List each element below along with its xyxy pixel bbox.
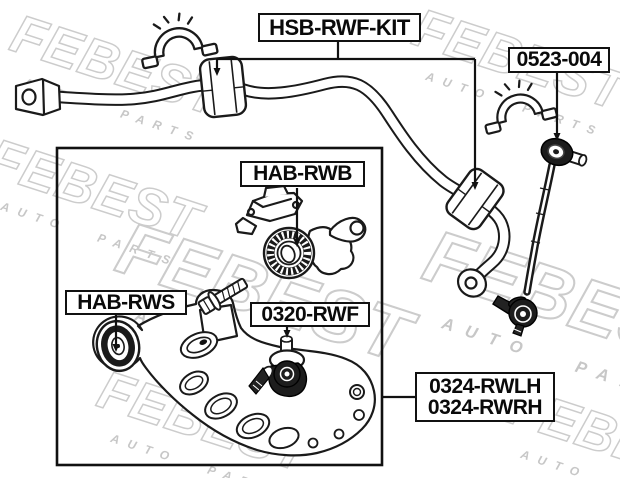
assembly-group-box bbox=[55, 146, 384, 467]
bushing-bracket-right bbox=[484, 79, 558, 135]
callout-line-kit bbox=[215, 42, 477, 184]
part-label-hsb-rwf-kit: HSB-RWF-KIT bbox=[258, 13, 421, 42]
stabilizer-link-drawing bbox=[492, 137, 588, 337]
part-label-hab-rws: HAB-RWS bbox=[65, 290, 187, 315]
stabilizer-bar-right-end bbox=[456, 268, 488, 298]
control-arm-drawing bbox=[92, 277, 376, 457]
callout-lines bbox=[112, 42, 561, 399]
arm-bolt bbox=[197, 277, 249, 315]
stabilizer-bushing-right bbox=[445, 167, 505, 231]
stabilizer-bar-left-end bbox=[14, 77, 62, 117]
part-label-0324-lh: 0324-RWLH bbox=[429, 374, 541, 398]
part-label-0324: 0324-RWLH 0324-RWRH bbox=[415, 372, 555, 422]
link-bottom-joint bbox=[492, 295, 538, 337]
arm-holes bbox=[179, 370, 365, 450]
bushing-bracket-left bbox=[141, 12, 219, 70]
rear-arm-bushing-drawing bbox=[234, 184, 367, 280]
stabilizer-bar bbox=[14, 75, 511, 298]
part-label-0523-004: 0523-004 bbox=[508, 47, 610, 73]
part-label-0324-rh: 0324-RWRH bbox=[427, 396, 543, 419]
ball-joint-drawing bbox=[248, 335, 308, 398]
stabilizer-bushing-left bbox=[198, 55, 248, 119]
part-label-hab-rwb: HAB-RWB bbox=[240, 161, 365, 187]
link-top-bushing bbox=[540, 137, 588, 167]
part-label-0320-rwf: 0320-RWF bbox=[250, 302, 370, 327]
arm-spring-seat bbox=[179, 331, 219, 359]
